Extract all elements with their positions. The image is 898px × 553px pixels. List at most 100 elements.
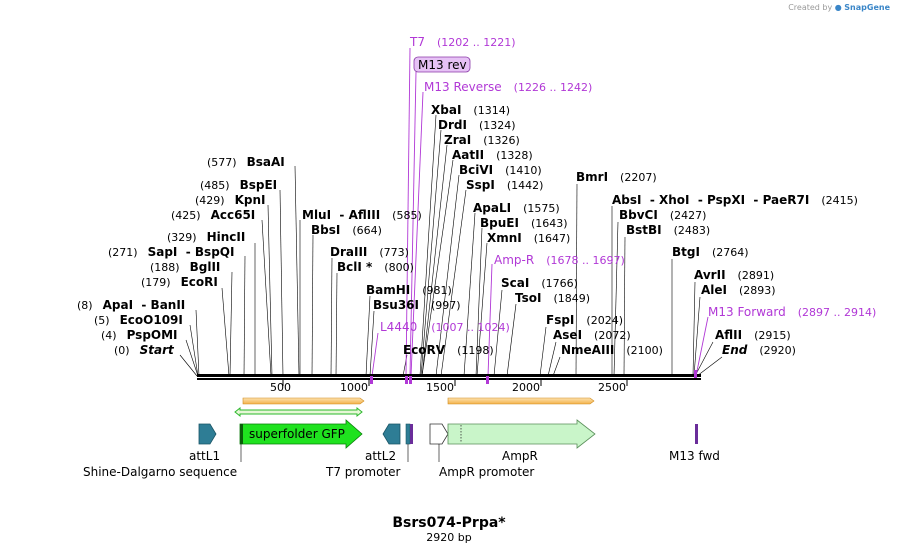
site-name: BclI * [337,260,373,274]
leader-line [493,289,503,377]
leader-line [692,281,696,377]
site-coordinate: (577) [207,156,237,169]
site-coordinate: (1198) [457,344,494,357]
site-label-pspomi: (4)PspOMI [101,328,178,342]
site-coordinate: (2427) [670,209,707,222]
feature-label-ampr-promoter: AmpR promoter [439,465,534,479]
site-coordinate: (485) [200,179,230,192]
site-label-sapi: (271)SapI - BspQI [108,245,234,259]
site-coordinate: (1647) [534,232,571,245]
site-coordinate: (5) [94,314,110,327]
ampr-promoter-arrow [429,423,449,445]
site-coordinate: (1442) [507,179,544,192]
site-coordinate: (2764) [712,246,749,259]
attl2-arrow [382,423,401,445]
ruler-label: 500 [270,381,291,394]
backbone: 500 1000 1500 2000 2500 [197,374,701,394]
site-label-aatii: AatII(1328) [452,148,533,162]
t7-promoter-mark [405,423,411,445]
leader-line [693,296,701,377]
site-name: BbvCI [619,208,658,222]
site-label-bcli: BclI *(800) [337,260,414,274]
site-label-ecorv: EcoRV(1198) [403,343,494,357]
m13-fwd-mark [695,424,698,444]
snapgene-credit: Created by ● SnapGene [788,3,890,12]
leader-line [335,272,338,377]
site-name: AvrII [694,268,726,282]
site-label-scai: ScaI(1766) [501,276,578,290]
primer-leader-lines [371,47,709,377]
site-label-bsu36i: Bsu36I(997) [373,298,461,312]
site-coordinate: (2100) [626,344,663,357]
leader-line [696,356,723,377]
site-coordinate: (1575) [523,202,560,215]
ruler-label: 2000 [512,381,540,394]
site-coordinate: (2024) [586,314,623,327]
site-name: AflII [715,328,742,342]
site-coordinate: (1324) [479,119,516,132]
leader-line [547,341,557,377]
site-label-bglii: (188)BglII [150,260,220,274]
site-name: BmrI [576,170,608,184]
site-coordinate: (981) [422,284,452,297]
site-label-fspi: FspI(2024) [546,313,623,327]
site-name: BsaAI [247,155,285,169]
site-name: ApaI - BanII [103,298,186,312]
site-label-bbvci: BbvCI (2427) [619,208,706,222]
site-label-bamhi: BamHI (981) [366,283,452,297]
primer-leader-line [487,263,493,377]
site-coordinate: (1410) [505,164,542,177]
primer-mark [409,376,412,384]
site-label-bsaai: (577) BsaAI [207,155,285,169]
site-name: ApaLI [473,201,511,215]
site-coordinate: (329) [167,231,197,244]
leader-line [330,257,333,377]
site-coordinate: (2415) [821,194,858,207]
site-coordinate: (2920) [759,344,796,357]
site-name: ZraI [444,133,471,147]
site-name: XbaI [431,103,461,117]
site-label-t7: T7(1202 .. 1221) [409,35,516,49]
site-name: BamHI [366,283,410,297]
site-coordinate: (271) [108,246,138,259]
site-coordinate: (1314) [473,104,510,117]
site-label-m13-forward: M13 Forward(2897 .. 2914) [708,305,876,319]
site-name: AleI [701,283,727,297]
site-name: AseI [553,328,582,342]
site-coordinate: (2207) [620,171,657,184]
site-coordinate: (1766) [541,277,578,290]
ruler-ticks [282,380,628,386]
leader-line [575,183,578,377]
feature-label-attl1: attL1 [189,449,220,463]
leader-line [475,227,483,377]
site-name: DraIII [330,245,367,259]
map-title: Bsrs074-Prpa* [392,515,506,531]
site-name: NmeAIII [561,343,614,357]
leader-line [440,189,467,377]
feature-track [198,419,698,449]
site-name: AatII [452,148,484,162]
site-label-btgi: BtgI (2764) [672,245,749,259]
primer-leader-line [695,316,709,377]
site-coordinate: (1326) [483,134,520,147]
site-label-avrii: AvrII (2891) [694,268,774,282]
site-coordinate: (2915) [754,329,791,342]
ruler-label: 1500 [426,381,454,394]
feature-connectors [240,444,440,462]
ruler-label: 2500 [598,381,626,394]
site-name: M13 Forward [708,305,786,319]
site-name: Acc65I [211,208,256,222]
site-label-start: (0)Start [114,343,175,357]
site-label-bstbi: BstBI(2483) [626,223,710,237]
leader-line [613,221,619,377]
leader-line [369,310,375,377]
site-coordinate: (2891) [738,269,775,282]
leader-line [279,189,284,377]
leader-line [221,287,230,377]
site-label-xbai: XbaI (1314) [431,103,510,117]
site-coordinate: (1007 .. 1024) [431,321,510,334]
ampr-arrow [447,419,596,449]
site-label-bbsi: BbsI(664) [311,223,382,237]
site-coordinate: (0) [114,344,130,357]
site-name: BtgI [672,245,700,259]
